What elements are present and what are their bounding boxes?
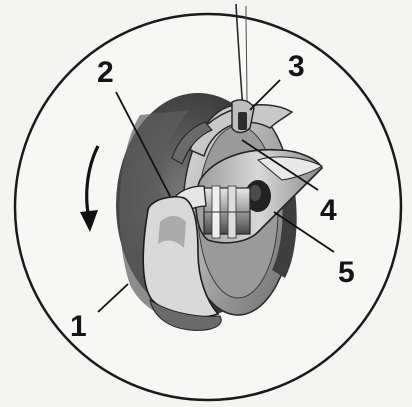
center-spindle	[204, 186, 250, 238]
callout-2: 2	[97, 56, 114, 89]
callout-5: 5	[338, 256, 355, 289]
callout-3: 3	[288, 50, 305, 83]
callout-1: 1	[70, 310, 87, 343]
latch-hole-inner	[249, 185, 261, 201]
callout-4: 4	[320, 194, 337, 227]
tension-slot	[238, 112, 247, 130]
